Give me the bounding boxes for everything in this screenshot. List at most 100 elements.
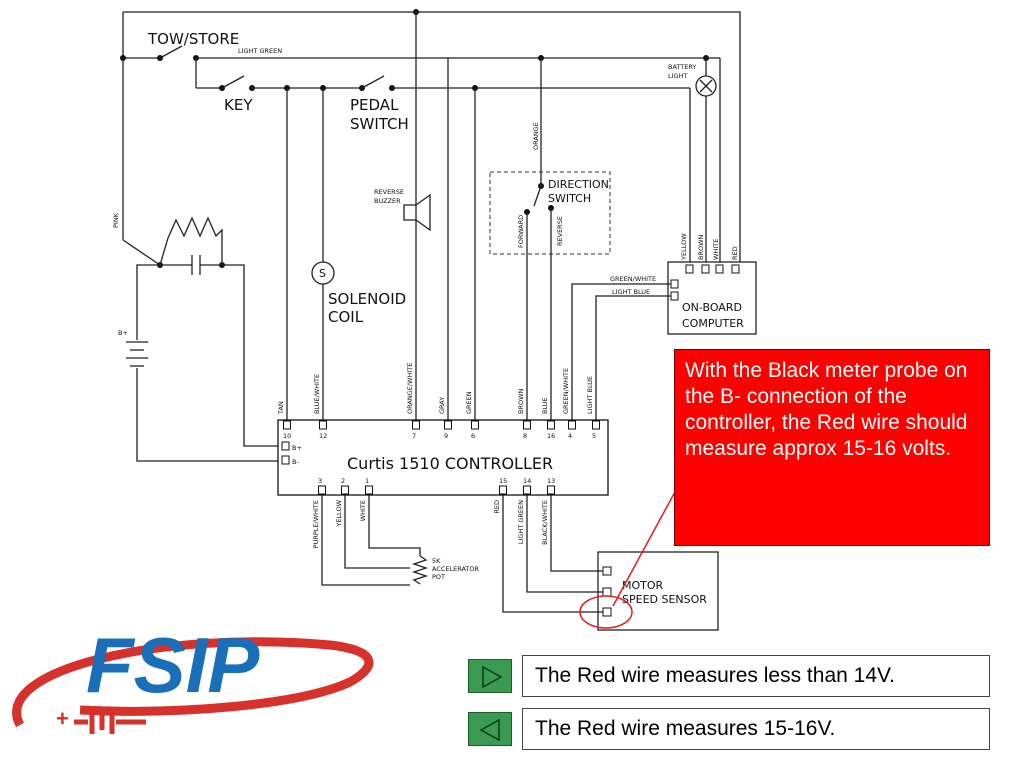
pin-number: 4	[568, 432, 572, 440]
pin-wire-label: LIGHT GREEN	[517, 500, 525, 544]
instruction-callout: With the Black meter probe on the B- con…	[674, 349, 990, 546]
pink-wire-label: PINK	[112, 212, 120, 228]
pin-wire-label: GREEN	[465, 391, 473, 414]
buzzer-label-1: REVERSE	[374, 188, 404, 196]
pedal-label-2: SWITCH	[350, 115, 409, 133]
option-less-than-14v[interactable]: The Red wire measures less than 14V.	[522, 655, 990, 697]
pin-number: 5	[592, 432, 596, 440]
red-wire-highlight	[579, 595, 633, 629]
motor-label-1: MOTOR	[622, 579, 664, 592]
reverse-buzzer-symbol	[403, 193, 431, 232]
controller-pin	[319, 420, 327, 430]
controller-pin	[499, 485, 507, 495]
pin-number: 6	[471, 432, 475, 440]
on-board-label-1: ON-BOARD	[682, 301, 742, 314]
pin-number: 9	[444, 432, 448, 440]
pin-number: 7	[412, 432, 416, 440]
controller-pin	[547, 420, 555, 430]
next-button[interactable]	[468, 659, 512, 693]
pin-wire-label: BROWN	[517, 388, 525, 414]
tow-store-label: TOW/STORE	[147, 30, 239, 48]
direction-switch-box	[489, 171, 611, 255]
pin-number: 13	[547, 477, 555, 485]
controller-top-pins: 10TAN12BLUE/WHITE7ORANGE/WHITE9GRAY6GREE…	[277, 363, 600, 440]
curtis-controller-box	[277, 419, 609, 496]
orange-wire-label: ORANGE	[532, 122, 540, 150]
obc-red-label: RED	[731, 246, 739, 260]
pin-wire-label: PURPLE/WHITE	[312, 500, 320, 548]
pin-number: 15	[499, 477, 507, 485]
solenoid-symbol	[311, 261, 335, 285]
pin-wire-label: GRAY	[438, 397, 446, 414]
controller-pin	[412, 420, 420, 430]
controller-pin	[568, 420, 576, 430]
pedal-label-1: PEDAL	[350, 96, 399, 114]
controller-pin	[283, 420, 291, 430]
obc-white-label: WHITE	[712, 239, 720, 260]
play-right-icon	[482, 665, 503, 689]
controller-pin	[365, 485, 373, 495]
pin-wire-label: LIGHT BLUE	[586, 376, 594, 414]
controller-pin	[547, 485, 555, 495]
on-board-label-2: COMPUTER	[682, 317, 744, 330]
buzzer-label-2: BUZZER	[374, 197, 401, 205]
battery-light-label-2: LIGHT	[668, 72, 687, 80]
key-label: KEY	[224, 96, 253, 114]
callout-text: With the Black meter probe on the B- con…	[685, 359, 968, 460]
battery-light-label-1: BATTERY	[668, 63, 696, 71]
motor-speed-sensor-box	[597, 551, 719, 631]
controller-bminus-label: B-	[292, 458, 299, 466]
controller-pin	[444, 420, 452, 430]
forward-label: FORWARD	[517, 215, 525, 248]
fsip-logo: FSIP + -	[12, 621, 374, 734]
logo-wordmark: FSIP	[86, 621, 260, 709]
pin-wire-label: RED	[493, 500, 501, 514]
pin-wire-label: YELLOW	[335, 499, 343, 527]
controller-bplus-label: B+	[292, 444, 302, 452]
pin-wire-label: BLUE/WHITE	[313, 374, 321, 414]
controller-pin	[341, 485, 349, 495]
logo-minus: -	[130, 698, 137, 723]
pin-number: 3	[318, 477, 322, 485]
pin-wire-label: WHITE	[359, 500, 367, 521]
controller-pin	[523, 420, 531, 430]
controller-pin	[318, 485, 326, 495]
pin-wire-label: GREEN/WHITE	[562, 368, 570, 414]
pin-wire-label: BLUE	[541, 397, 549, 414]
pin-number: 10	[283, 432, 291, 440]
motor-label-2: SPEED SENSOR	[622, 593, 707, 606]
pin-number: 1	[365, 477, 369, 485]
logo-plus: +	[56, 706, 69, 731]
controller-pin	[592, 420, 600, 430]
direction-switch-label-2: SWITCH	[548, 192, 591, 205]
controller-pin	[523, 485, 531, 495]
accel-label-3: POT	[432, 573, 445, 581]
pin-number: 16	[547, 432, 555, 440]
green-white-h-label: GREEN/WHITE	[610, 275, 656, 283]
accel-label-1: 5K	[432, 557, 441, 565]
callout-pointer	[612, 489, 677, 607]
top-bus-wire	[123, 11, 741, 268]
pin-wire-label: ORANGE/WHITE	[406, 363, 414, 414]
light-blue-h-label: LIGHT BLUE	[612, 288, 650, 296]
option-15-16v[interactable]: The Red wire measures 15-16V.	[522, 708, 990, 750]
reverse-label: REVERSE	[556, 216, 564, 246]
direction-switch-label-1: DIRECTION	[548, 178, 609, 191]
solenoid-label-1: SOLENOID	[328, 290, 406, 308]
obc-brown-label: BROWN	[697, 234, 705, 260]
pin-wire-label: BLACK/WHITE	[541, 500, 549, 545]
pin-wire-label: TAN	[277, 401, 285, 415]
solenoid-label-2: COIL	[328, 308, 364, 326]
accel-label-2: ACCELERATOR	[432, 565, 480, 573]
resistor-symbol	[159, 216, 223, 266]
back-button[interactable]	[468, 712, 512, 746]
wiring-schematic: TOW/STORE LIGHT GREEN KEY PEDAL SWITCH B…	[112, 9, 757, 631]
on-board-computer-box	[667, 261, 757, 335]
pin-number: 2	[341, 477, 345, 485]
battery-bplus-label: B+	[118, 329, 128, 337]
pin-number: 8	[523, 432, 527, 440]
controller-label: Curtis 1510 CONTROLLER	[347, 454, 553, 473]
pin-number: 14	[523, 477, 531, 485]
solenoid-s-label: S	[319, 267, 326, 280]
